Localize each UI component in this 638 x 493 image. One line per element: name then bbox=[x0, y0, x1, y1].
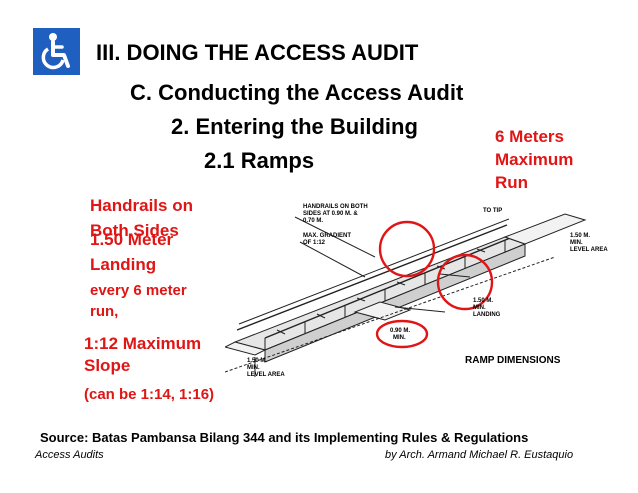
drawing-label-gradient: MAX. GRADIENT bbox=[303, 233, 351, 239]
subsection-heading: 2.1 Ramps bbox=[204, 148, 315, 173]
drawing-label-line: MIN. bbox=[473, 305, 486, 311]
drawing-label-level-left: 1.50 M. bbox=[247, 358, 267, 364]
wheelchair-accessibility-icon bbox=[33, 28, 80, 75]
drawing-label-landing: 1.50 M. bbox=[473, 298, 493, 304]
drawing-label-line: LANDING bbox=[473, 312, 501, 318]
drawing-label-handrails: HANDRAILS ON BOTH bbox=[303, 204, 368, 210]
slope-callout: 1:12 Maximum Slope bbox=[84, 333, 201, 377]
callout-line: 6 Meters bbox=[495, 127, 564, 146]
callout-line: 1:12 Maximum bbox=[84, 334, 202, 353]
drawing-label-top: TO TIP bbox=[483, 208, 502, 214]
ramp-dimensions-drawing: HANDRAILS ON BOTH SIDES AT 0.90 M. & 0.7… bbox=[223, 182, 625, 397]
drawing-label-line: 0.70 M. bbox=[303, 218, 323, 224]
slope-alternative-note: (can be 1:14, 1:16) bbox=[84, 386, 215, 403]
callout-line: Run bbox=[495, 173, 529, 192]
landing-detail-callout: every 6 meter run, bbox=[90, 280, 187, 322]
drawing-label-line: OF 1:12 bbox=[303, 240, 326, 246]
handrails-callout: Handrails on Both Sides bbox=[90, 193, 193, 243]
drawing-label-line: LEVEL AREA bbox=[247, 372, 285, 378]
drawing-label-line: LEVEL AREA bbox=[570, 247, 608, 253]
width-highlight-ellipse bbox=[375, 319, 429, 349]
footer-left: Access Audits bbox=[35, 449, 104, 461]
handrail-highlight-circle bbox=[378, 220, 436, 278]
landing-callout: 1.50 Meter Landing bbox=[90, 227, 173, 277]
drawing-label-line: MIN. bbox=[393, 335, 406, 341]
footer-right: by Arch. Armand Michael R. Eustaquio bbox=[385, 449, 574, 461]
landing-highlight-circle bbox=[436, 253, 494, 311]
drawing-label-level-right: 1.50 M. bbox=[570, 233, 590, 239]
six-meters-callout: 6 Meters Maximum Run bbox=[495, 125, 573, 194]
callout-line: run, bbox=[90, 303, 119, 320]
callout-line: Landing bbox=[90, 255, 157, 274]
callout-line: every 6 meter bbox=[90, 282, 187, 299]
source-note: Source: Batas Pambansa Bilang 344 and it… bbox=[40, 430, 529, 445]
callout-line: Both Sides bbox=[90, 221, 179, 240]
drawing-caption: RAMP DIMENSIONS bbox=[465, 355, 561, 366]
slide-subtitle: C. Conducting the Access Audit bbox=[130, 80, 464, 105]
callout-line: 1.50 Meter bbox=[90, 230, 174, 249]
callout-line: Maximum bbox=[495, 150, 574, 169]
slide-title: III. DOING THE ACCESS AUDIT bbox=[96, 40, 419, 65]
drawing-label-width: 0.90 M. bbox=[390, 328, 410, 334]
section-heading: 2. Entering the Building bbox=[171, 114, 418, 139]
drawing-label-line: SIDES AT 0.90 M. & bbox=[303, 211, 358, 217]
callout-line: Handrails on bbox=[90, 196, 193, 215]
drawing-label-line: MIN. bbox=[570, 240, 583, 246]
callout-line: Slope bbox=[84, 356, 131, 375]
drawing-label-line: MIN. bbox=[247, 365, 260, 371]
